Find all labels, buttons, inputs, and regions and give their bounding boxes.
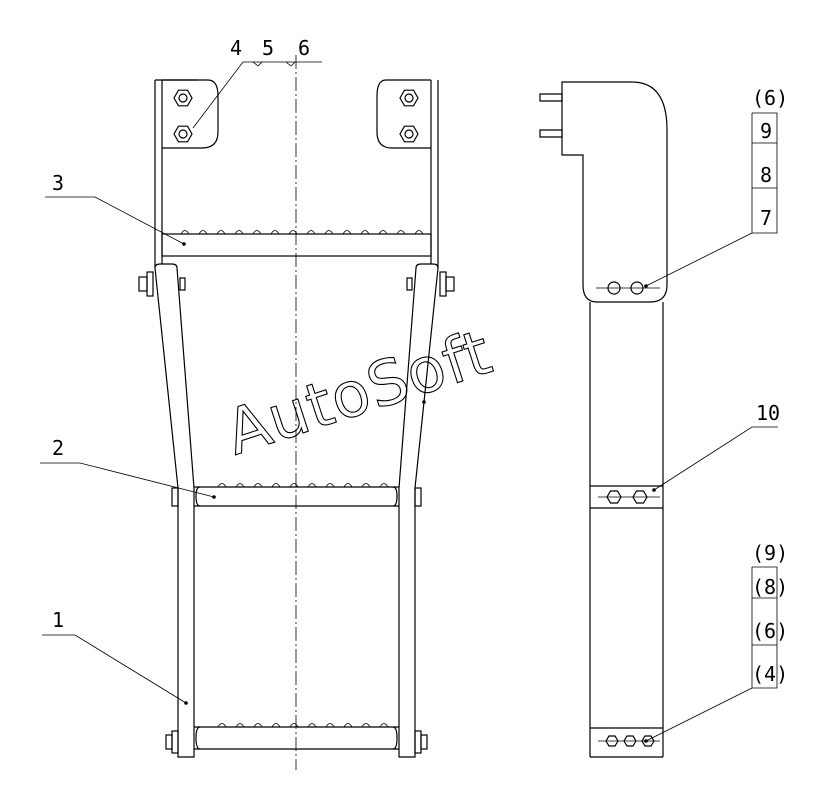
side-rail — [589, 302, 664, 758]
middle-step-teeth — [217, 483, 389, 488]
lower-part-stack: (9) (8) (6) (4) — [751, 541, 788, 689]
stack-lower-1: (8) — [752, 575, 788, 599]
bottom-step-teeth — [217, 723, 389, 728]
stack-upper-3: 7 — [760, 206, 772, 230]
side-view: (6) 9 8 7 10 (9) (8) (6) (4) — [539, 81, 788, 758]
side-bracket — [561, 81, 668, 303]
stack-lower-3: (4) — [752, 662, 788, 686]
upper-part-stack: (6) 9 8 7 — [751, 86, 788, 234]
right-upper-plate — [430, 80, 439, 268]
callout-4: 4 — [230, 36, 242, 60]
leader-3 — [45, 196, 185, 245]
leader-2 — [40, 462, 215, 498]
mounting-pins — [539, 93, 563, 138]
leader-4-5-6 — [192, 61, 322, 129]
callout-3: 3 — [52, 171, 64, 195]
top-step-teeth — [180, 230, 424, 235]
stack-lower-2: (6) — [752, 619, 788, 643]
bottom-step-bolts — [165, 730, 428, 754]
stack-lower-0: (9) — [752, 541, 788, 565]
stack-upper-1: 9 — [760, 119, 772, 143]
leader-10 — [653, 426, 778, 491]
middle-step — [194, 486, 399, 507]
middle-step-bolts — [171, 487, 422, 507]
callout-2: 2 — [52, 436, 64, 460]
bottom-step — [194, 726, 399, 750]
upper-hinge-bolts — [138, 271, 455, 297]
leader-1 — [42, 634, 187, 704]
stack-upper-0: (6) — [752, 86, 788, 110]
right-swing-rail — [398, 263, 439, 758]
leader-4-lower — [645, 687, 753, 742]
bracket-bolts — [173, 89, 419, 143]
watermark-text: AutoSoft — [217, 315, 500, 469]
left-swing-rail — [154, 263, 195, 758]
callout-5: 5 — [262, 36, 274, 60]
callout-1: 1 — [52, 608, 64, 632]
left-mount-bracket — [162, 79, 219, 149]
leader-7 — [645, 232, 753, 287]
right-mount-bracket — [376, 79, 431, 149]
front-view: 3 2 1 4 5 6 — [40, 36, 455, 770]
top-step — [161, 233, 432, 257]
stack-upper-2: 8 — [760, 163, 772, 187]
side-band — [590, 485, 663, 509]
callout-10: 10 — [756, 401, 780, 425]
callout-6: 6 — [298, 36, 310, 60]
